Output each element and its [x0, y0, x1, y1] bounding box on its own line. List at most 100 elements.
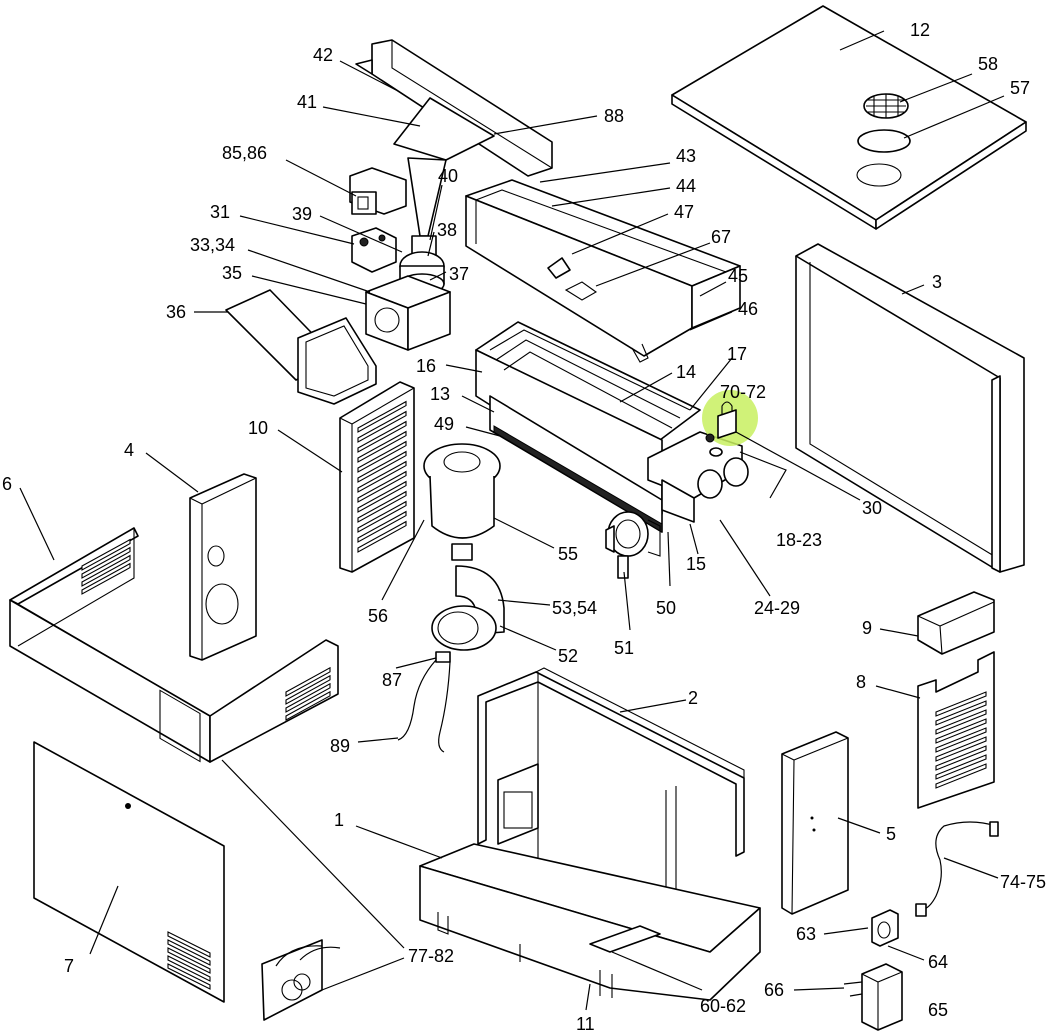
- louver-slot: [81, 554, 131, 587]
- louver-slot: [357, 420, 407, 453]
- label-5: 5: [886, 824, 896, 844]
- label-41: 41: [297, 92, 317, 112]
- part-45-hood: [465, 179, 741, 363]
- part-15-manifold: [647, 390, 758, 523]
- louver-slot: [285, 674, 331, 705]
- louver-slot: [167, 939, 211, 966]
- part-52-elbow: [431, 565, 505, 651]
- label-38: 38: [437, 220, 457, 240]
- label-40: 40: [438, 166, 458, 186]
- part-89-wire: [397, 651, 451, 753]
- part-9-cap: [917, 591, 995, 655]
- louver-slot: [357, 520, 407, 553]
- label-56: 56: [368, 606, 388, 626]
- part-42-duct: [355, 39, 553, 257]
- label-70-72: 70-72: [720, 382, 766, 402]
- label-4: 4: [124, 440, 134, 460]
- label-16: 16: [416, 356, 436, 376]
- label-12: 12: [910, 20, 930, 40]
- label-11: 11: [576, 1014, 595, 1034]
- part-31-gas-valve: [351, 227, 397, 273]
- part-77-82-board: [261, 939, 341, 1021]
- label-85-86: 85,86: [222, 143, 267, 163]
- louver-slot: [81, 538, 131, 571]
- part-65-box: [843, 963, 903, 1031]
- part-74-75-cord: [915, 821, 999, 917]
- label-77-82: 77-82: [408, 946, 454, 966]
- part-7-door: [33, 741, 225, 1003]
- louver-slot: [285, 666, 331, 697]
- label-2: 2: [688, 688, 698, 708]
- louver-slot: [935, 736, 987, 762]
- part-55-collector: [423, 443, 501, 561]
- label-58: 58: [978, 54, 998, 74]
- label-37: 37: [449, 264, 469, 284]
- louver-slot: [285, 682, 331, 713]
- label-44: 44: [676, 176, 696, 196]
- label-6: 6: [2, 474, 12, 494]
- label-9: 9: [862, 618, 872, 638]
- label-36: 36: [166, 302, 186, 322]
- label-13: 13: [430, 384, 450, 404]
- label-39: 39: [292, 204, 312, 224]
- label-24-29: 24-29: [754, 598, 800, 618]
- louver-slot: [935, 709, 987, 735]
- louver-slot: [935, 754, 987, 780]
- label-89: 89: [330, 736, 350, 756]
- part-51-blower-wheel: [605, 511, 661, 579]
- louver-slot: [167, 955, 211, 982]
- label-65: 65: [928, 1000, 948, 1020]
- part-4-panel: [189, 473, 257, 661]
- part-1-base: [419, 843, 761, 1001]
- label-52: 52: [558, 646, 578, 666]
- label-33-34: 33,34: [190, 235, 235, 255]
- label-49: 49: [434, 414, 454, 434]
- label-35: 35: [222, 263, 242, 283]
- part-2-frame: [477, 667, 745, 900]
- label-3: 3: [932, 272, 942, 292]
- louver-slot: [357, 500, 407, 533]
- louver-slot: [935, 745, 987, 771]
- part-12-top-panel: [671, 5, 1027, 230]
- louver-slot: [81, 562, 131, 595]
- label-15: 15: [686, 554, 706, 574]
- leader-lines: [19, 30, 1005, 1011]
- label-57: 57: [1010, 78, 1030, 98]
- label-30: 30: [862, 498, 882, 518]
- part-36-window: [225, 289, 377, 405]
- louver-slot: [357, 410, 407, 443]
- label-10: 10: [248, 418, 268, 438]
- label-88: 88: [604, 106, 624, 126]
- louver-slot: [285, 690, 331, 721]
- louver-slot: [357, 460, 407, 493]
- label-18-23: 18-23: [776, 530, 822, 550]
- label-42: 42: [313, 45, 333, 65]
- label-43: 43: [676, 146, 696, 166]
- label-53-54: 53,54: [552, 598, 597, 618]
- label-17: 17: [727, 344, 747, 364]
- part-number-labels: 42 41 88 85,86 40 39 31 38 33,34 37 35 3…: [2, 20, 1046, 1034]
- label-66: 66: [764, 980, 784, 1000]
- label-8: 8: [856, 672, 866, 692]
- label-1: 1: [334, 810, 344, 830]
- louver-slot: [357, 430, 407, 463]
- louver-slot: [935, 727, 987, 753]
- louver-slot: [935, 700, 987, 726]
- part-10-louver-panel: [339, 381, 415, 573]
- label-46: 46: [738, 299, 758, 319]
- label-14: 14: [676, 362, 696, 382]
- label-67: 67: [711, 227, 731, 247]
- louver-slot: [357, 440, 407, 473]
- louver-slot: [167, 947, 211, 974]
- louver-slot: [357, 470, 407, 503]
- louver-slot: [357, 450, 407, 483]
- label-55: 55: [558, 544, 578, 564]
- louver-slot: [357, 490, 407, 523]
- part-6-cabinet-front: [9, 527, 339, 763]
- label-45: 45: [728, 266, 748, 286]
- part-85-86-bracket: [349, 167, 407, 215]
- label-7: 7: [64, 956, 74, 976]
- louver-slot: [357, 480, 407, 513]
